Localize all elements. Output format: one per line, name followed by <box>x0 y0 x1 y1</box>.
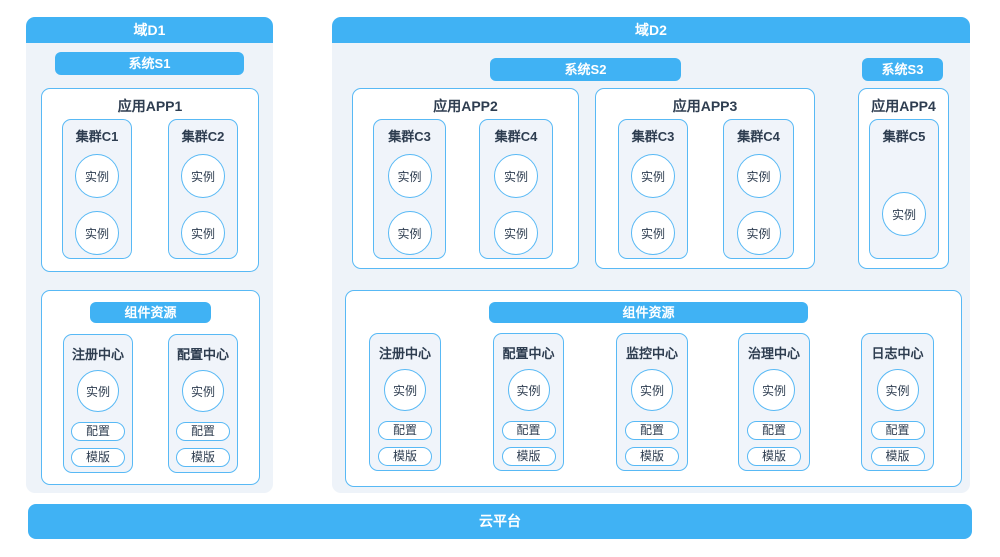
app4-title: 应用APP4 <box>871 98 936 114</box>
cluster-title: 集群C4 <box>737 129 780 144</box>
template-tag: 模版 <box>625 447 679 466</box>
center-title: 注册中心 <box>378 346 431 361</box>
cluster-c4: 集群C4 实例 实例 <box>723 119 794 259</box>
config-tag: 配置 <box>71 422 125 441</box>
template-tag: 模版 <box>501 447 556 466</box>
domain-d2-header: 域D2 <box>332 17 970 43</box>
instance-circle: 实例 <box>387 211 432 255</box>
instance-circle: 实例 <box>494 211 538 255</box>
instance-circle: 实例 <box>736 154 781 198</box>
center-card-log: 日志中心 实例 配置 模版 <box>861 333 934 471</box>
center-card-config: 配置中心 实例 配置 模版 <box>493 333 564 471</box>
template-tag: 模版 <box>870 447 925 466</box>
instance-circle: 实例 <box>181 211 225 255</box>
center-title: 监控中心 <box>625 346 678 361</box>
app3-title: 应用APP3 <box>672 98 738 114</box>
system-s1-pill: 系统S1 <box>55 52 244 75</box>
instance-circle: 实例 <box>181 154 225 198</box>
cluster-title: 集群C3 <box>631 129 675 144</box>
cluster-title: 集群C2 <box>181 129 225 144</box>
center-title: 配置中心 <box>502 346 555 361</box>
config-tag: 配置 <box>176 422 230 441</box>
center-title: 注册中心 <box>71 347 124 362</box>
components-pill: 组件资源 <box>489 302 808 323</box>
template-tag: 模版 <box>176 448 230 467</box>
instance-circle: 实例 <box>631 154 675 198</box>
app2-title: 应用APP2 <box>433 98 498 114</box>
config-tag: 配置 <box>870 421 925 440</box>
app-box-app2: 应用APP2 集群C3 实例 实例 集群C4 实例 实例 <box>352 88 579 269</box>
center-card-monitor: 监控中心 实例 配置 模版 <box>616 333 688 471</box>
instance-circle: 实例 <box>631 369 673 411</box>
instance-circle: 实例 <box>384 369 426 411</box>
app-box-app3: 应用APP3 集群C3 实例 实例 集群C4 实例 实例 <box>595 88 815 269</box>
cluster-c2: 集群C2 实例 实例 <box>168 119 238 259</box>
template-tag: 模版 <box>378 447 432 466</box>
cluster-title: 集群C4 <box>494 129 538 144</box>
app-box-app4: 应用APP4 集群C5 实例 <box>858 88 949 269</box>
center-card-config: 配置中心 实例 配置 模版 <box>168 334 238 473</box>
system-s2-pill: 系统S2 <box>490 58 681 81</box>
cluster-title: 集群C3 <box>388 129 431 144</box>
app-box-app1: 应用APP1 集群C1 实例 实例 集群C2 实例 实例 <box>41 88 259 272</box>
center-card-governance: 治理中心 实例 配置 模版 <box>738 333 810 471</box>
components-box-d1: 组件资源 注册中心 实例 配置 模版 配置中心 实例 配置 模版 <box>41 290 260 485</box>
config-tag: 配置 <box>378 421 432 440</box>
cluster-c5: 集群C5 实例 <box>869 119 939 259</box>
domain-d1-header: 域D1 <box>26 17 273 43</box>
cluster-c1: 集群C1 实例 实例 <box>62 119 132 259</box>
cluster-c3: 集群C3 实例 实例 <box>618 119 688 259</box>
center-title: 治理中心 <box>747 346 800 361</box>
center-title: 配置中心 <box>176 347 229 362</box>
cluster-title: 集群C5 <box>882 129 926 144</box>
instance-circle: 实例 <box>75 154 119 198</box>
system-s3-pill: 系统S3 <box>862 58 943 81</box>
center-card-registry: 注册中心 实例 配置 模版 <box>63 334 133 473</box>
instance-circle: 实例 <box>882 192 926 236</box>
instance-circle: 实例 <box>753 369 795 411</box>
center-title: 日志中心 <box>871 346 924 361</box>
instance-circle: 实例 <box>182 370 224 412</box>
config-tag: 配置 <box>501 421 556 440</box>
center-card-registry: 注册中心 实例 配置 模版 <box>369 333 441 471</box>
template-tag: 模版 <box>747 447 801 466</box>
instance-circle: 实例 <box>75 211 119 255</box>
config-tag: 配置 <box>747 421 801 440</box>
instance-circle: 实例 <box>77 370 119 412</box>
instance-circle: 实例 <box>736 211 781 255</box>
cluster-c3: 集群C3 实例 实例 <box>373 119 446 259</box>
domain-d1: 域D1 系统S1 应用APP1 集群C1 实例 实例 集群C2 实例 实例 组件… <box>26 17 273 493</box>
instance-circle: 实例 <box>494 154 538 198</box>
instance-circle: 实例 <box>507 369 550 411</box>
domain-d2: 域D2 系统S2 系统S3 应用APP2 集群C3 实例 实例 集群C4 实例 … <box>332 17 970 493</box>
cloud-platform-bar: 云平台 <box>28 504 972 539</box>
instance-circle: 实例 <box>631 211 675 255</box>
cluster-title: 集群C1 <box>75 129 119 144</box>
app1-title: 应用APP1 <box>117 98 183 114</box>
template-tag: 模版 <box>71 448 125 467</box>
instance-circle: 实例 <box>387 154 432 198</box>
components-pill: 组件资源 <box>90 302 211 323</box>
components-box-d2: 组件资源 注册中心 实例 配置 模版 配置中心 实例 配置 模版 监控中心 实例… <box>345 290 962 487</box>
cluster-c4: 集群C4 实例 实例 <box>479 119 553 259</box>
instance-circle: 实例 <box>876 369 919 411</box>
config-tag: 配置 <box>625 421 679 440</box>
